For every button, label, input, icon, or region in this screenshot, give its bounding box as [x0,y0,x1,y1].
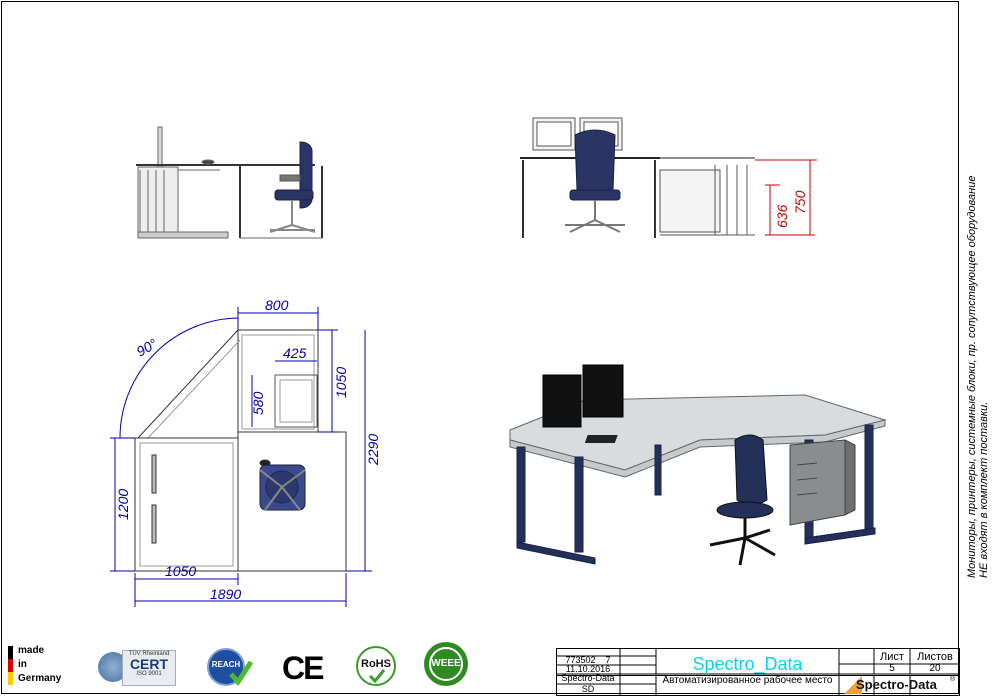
equipment-note-line2: НЕ входят в комплект поставки. [978,401,990,578]
logo-text: Spectro-Data [856,677,937,692]
dimension-angle-90: 90° [134,335,161,360]
made-text: made [18,645,45,656]
dimension-580: 580 [250,391,266,415]
sheet-frame [1,1,959,694]
logo-registered: ® [950,676,956,683]
check-icon [229,660,253,686]
germany-text: Germany [18,673,62,684]
title-description: Автоматизированное рабочее место [662,675,833,686]
badge-tuv-cert: TÜV Rheinland CERT ISO 9001 [98,648,178,686]
title-meta-row-1: 11.10.2016 [565,664,611,674]
weee-text: WEEE [431,658,461,669]
isometric-monitors [542,364,624,428]
dimension-800: 800 [265,297,289,313]
equipment-note: Мониторы, принтеры, системные блоки, пр.… [966,176,990,578]
logo-mark-icon [844,676,862,694]
isometric-pedestal [789,439,856,526]
title-meta-row-0: 773502__7 [565,655,611,665]
dimension-1890: 1890 [210,586,241,602]
rohs-check-icon [368,669,386,684]
badge-reach: REACH [205,646,253,688]
side-view-front: 636 750 [520,117,817,238]
cert-main-text: CERT [129,656,169,672]
dimension-750: 750 [792,190,808,214]
spectro-data-logo: Spectro-Data ® [842,676,958,694]
sheet-label: Лист [880,651,904,663]
in-text: in [18,659,27,670]
sheets-label: Листов [917,651,953,663]
dimension-2290: 2290 [365,434,381,466]
plan-view: 90° 800 425 580 1050 2290 1200 1050 1890 [110,297,381,607]
sheet-value: 5 [889,663,895,674]
badge-weee: WEEE [424,642,468,688]
cert-sub-text: ISO 9001 [136,671,162,677]
badge-made-in-germany: made in Germany [8,644,70,688]
dimension-636: 636 [774,204,790,228]
dimension-1200: 1200 [115,489,131,520]
title-brand: Spectro_Data [692,654,803,674]
title-meta-row-2: Spectro-Data [561,673,615,683]
equipment-note-line1: Мониторы, принтеры, системные блоки, пр.… [966,175,978,578]
badge-ce: CE [282,650,326,686]
isometric-chair [709,434,776,566]
chair-side-left [274,141,314,209]
dimension-lines-red [755,159,817,236]
isometric-keyboard [584,435,618,443]
isometric-view [509,364,887,566]
badge-rohs: RoHS [354,644,400,688]
rohs-text: RoHS [361,658,391,670]
title-meta-row-3: SD [581,684,595,694]
cert-top-text: TÜV Rheinland [128,651,170,657]
reach-text: REACH [211,660,241,669]
dimension-1050-right: 1050 [333,367,349,398]
sheets-value: 20 [929,663,941,674]
dimension-425: 425 [283,345,307,361]
side-view-left [136,126,323,239]
dimension-lines-blue [110,307,372,607]
ce-text: CE [282,650,324,686]
dimension-1050-bottom: 1050 [165,563,196,579]
chair-front [569,129,621,201]
